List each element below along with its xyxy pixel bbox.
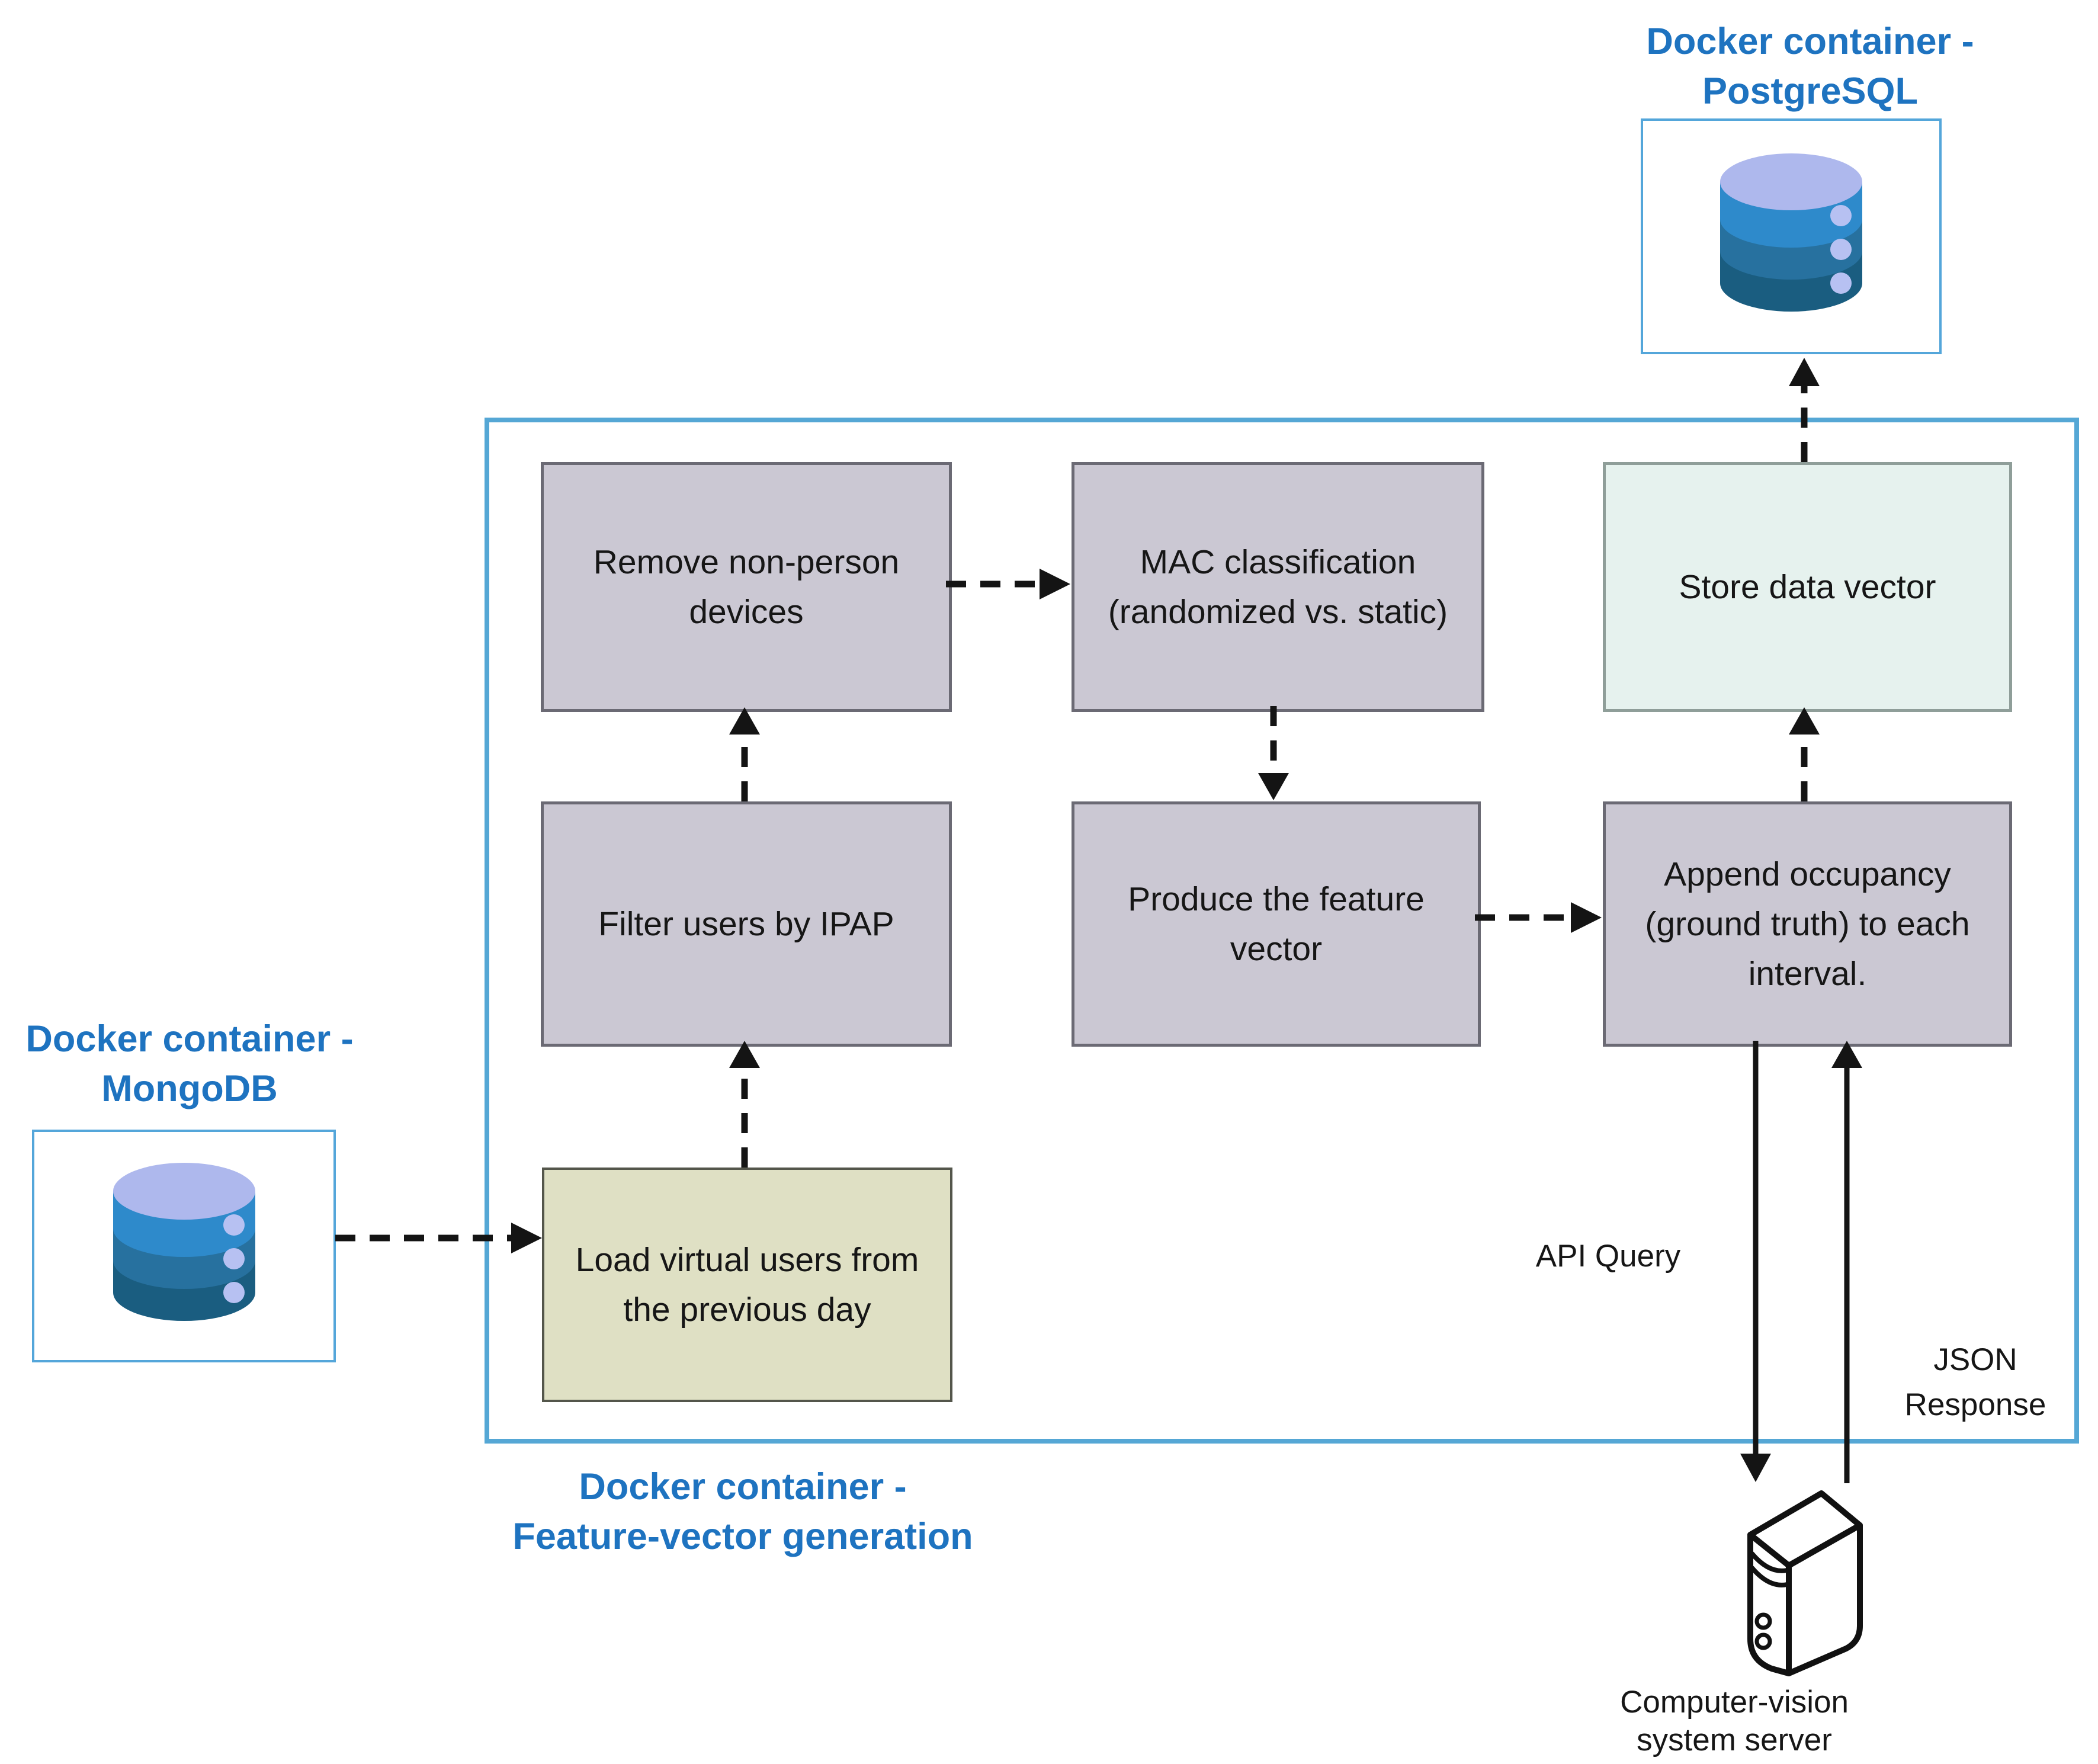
box-mac-label: MAC classification(randomized vs. static… (1108, 543, 1448, 631)
server-tower-icon (1747, 1490, 1863, 1676)
mongodb-container-box (32, 1130, 336, 1362)
feature-vector-container-label: Docker container -Feature-vector generat… (512, 1466, 973, 1557)
mongodb-container-label: Docker container -MongoDB (25, 1018, 354, 1109)
database-icon (113, 1163, 255, 1321)
box-filter-label: Filter users by IPAP (598, 905, 894, 943)
api-query-text: API Query (1535, 1239, 1681, 1274)
feature-vector-container-box (485, 418, 2079, 1444)
box-store-data-vector: Store data vector (1603, 462, 2012, 712)
box-store-label: Store data vector (1679, 568, 1936, 606)
postgres-container-label: Docker container -PostgreSQL (1646, 21, 1974, 112)
api-query-label: API Query (1460, 1237, 1756, 1276)
box-filter-users-by-ipap: Filter users by IPAP (541, 801, 952, 1047)
postgres-container-box (1641, 118, 1942, 354)
box-mac-classification: MAC classification(randomized vs. static… (1072, 462, 1484, 712)
arrow-head (1789, 358, 1820, 386)
database-icon (1720, 153, 1862, 312)
